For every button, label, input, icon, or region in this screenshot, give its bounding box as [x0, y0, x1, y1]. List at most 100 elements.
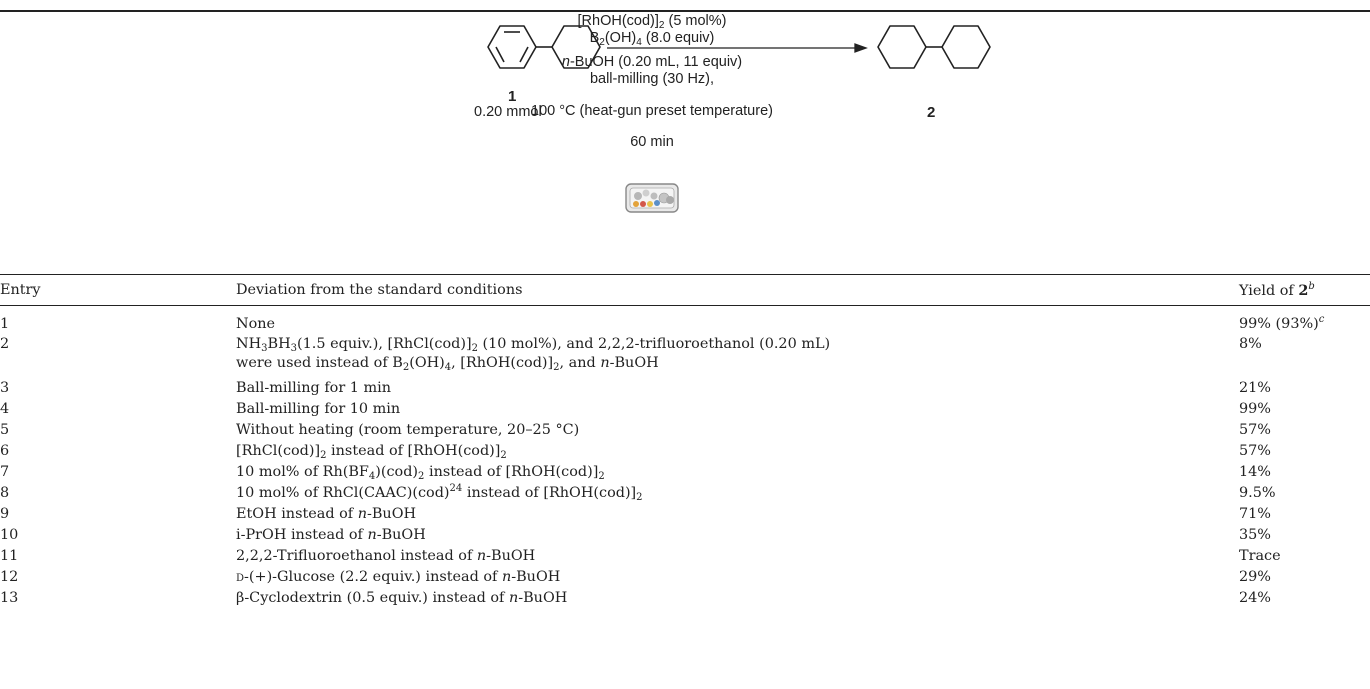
r9-n: n: [357, 506, 367, 522]
row-6-yield: 57%: [1239, 443, 1271, 459]
row-1-deviation: None: [236, 316, 276, 332]
row-11-entry: 11: [0, 548, 19, 564]
row-5-deviation: Without heating (room temperature, 20–25…: [236, 422, 580, 438]
r2-rhcl: (1.5 equiv.), [RhCl(cod)]: [297, 336, 472, 352]
row-3-yield: 21%: [1239, 380, 1271, 396]
top-rule: [0, 10, 1370, 12]
row-9-entry: 9: [0, 506, 10, 522]
r6-rhcl: [RhCl(cod)]: [236, 443, 321, 459]
header-deviation: Deviation from the standard conditions: [236, 282, 523, 298]
row-11-yield: Trace: [1239, 548, 1281, 564]
header-yield-compound: 2: [1298, 282, 1309, 299]
row-4-entry: 4: [0, 401, 10, 417]
row-8-deviation: 10 mol% of RhCl(CAAC)(cod)24 instead of …: [236, 484, 643, 503]
row-11-deviation: 2,2,2-Trifluoroethanol instead of n-BuOH: [236, 548, 535, 564]
row-13-yield: 24%: [1239, 590, 1271, 606]
r7-instead: instead of [RhOH(cod)]: [424, 464, 599, 480]
milling-condition: ball-milling (30 Hz),: [589, 71, 715, 87]
r7-sub2b: 2: [598, 471, 605, 482]
r7-cod: )(cod): [375, 464, 419, 480]
row-2-deviation-line2: were used instead of B2(OH)4, [RhOH(cod)…: [236, 355, 659, 373]
substrate-number: 1: [508, 88, 517, 105]
catalyst-text: [RhOH(cod)]: [577, 13, 659, 29]
row-10-yield: 35%: [1239, 527, 1271, 543]
row-8-yield: 9.5%: [1239, 485, 1276, 501]
r2-oh: (OH): [409, 355, 445, 371]
row-5-yield: 57%: [1239, 422, 1271, 438]
row-12-yield: 29%: [1239, 569, 1271, 585]
time-condition: 60 min: [630, 134, 674, 150]
r2-sub2b: 2: [402, 362, 410, 373]
row-8-entry: 8: [0, 485, 10, 501]
benzene-ring: [487, 25, 537, 69]
row-5-entry: 5: [0, 422, 10, 438]
row-2-yield: 8%: [1239, 336, 1262, 352]
row-1-entry: 1: [0, 316, 10, 332]
row-1-yield: 99% (93%)c: [1239, 314, 1325, 333]
row-2-deviation-line1: NH3BH3(1.5 equiv.), [RhCl(cod)]2 (10 mol…: [236, 336, 831, 354]
r2-b: were used instead of B: [236, 355, 403, 371]
r2-n: n: [600, 355, 610, 371]
r2-tfe: (10 mol%), and 2,2,2-trifluoroethanol (0…: [477, 336, 831, 352]
temperature-condition: 100 °C (heat-gun preset temperature): [531, 103, 773, 119]
r2-and: , and: [559, 355, 601, 371]
solvent-condition: n-BuOH (0.20 mL, 11 equiv): [532, 54, 772, 70]
row-10-entry: 10: [0, 527, 19, 543]
scheme-structures: [487, 25, 991, 213]
row-10-deviation: i-PrOH instead of n-BuOH: [236, 527, 426, 543]
r6-sub2b: 2: [500, 450, 507, 461]
r11-buoh: -BuOH: [486, 548, 536, 564]
r13-cyclodextrin: β-Cyclodextrin (0.5 equiv.) instead of: [236, 590, 509, 606]
row-4-yield: 99%: [1239, 401, 1271, 417]
reagent-oh: (OH): [604, 30, 637, 46]
reagent-b: B: [589, 30, 600, 46]
row-7-deviation: 10 mol% of Rh(BF4)(cod)2 instead of [RhO…: [236, 464, 605, 482]
r9-buoh: -BuOH: [366, 506, 417, 522]
r2-bh: BH: [267, 336, 291, 352]
r2-sub3a: 3: [261, 343, 268, 354]
r7-rhbf: 10 mol% of Rh(BF: [236, 464, 369, 480]
r8-sub2: 2: [636, 492, 643, 503]
r12-n: n: [501, 569, 512, 585]
r11-n: n: [476, 548, 487, 564]
row-3-entry: 3: [0, 380, 10, 396]
row-7-yield: 14%: [1239, 464, 1271, 480]
r12-glucose: -(+)-Glucose (2.2 equiv.) instead of: [244, 569, 502, 585]
solvent-rest: -BuOH (0.20 mL, 11 equiv): [569, 54, 743, 70]
table-top-rule: [0, 274, 1370, 276]
row-4-deviation: Ball-milling for 10 min: [236, 401, 401, 417]
r9-etoh: EtOH instead of: [236, 506, 358, 522]
row-12-deviation: d-(+)-Glucose (2.2 equiv.) instead of n-…: [236, 569, 560, 585]
r8-caac: 10 mol% of RhCl(CAAC)(cod): [236, 485, 450, 501]
header-yield: Yield of 2b: [1239, 281, 1315, 300]
catalyst-condition: [RhOH(cod)]2 (5 mol%): [532, 13, 772, 31]
row-6-deviation: [RhCl(cod)]2 instead of [RhOH(cod)]2: [236, 443, 507, 461]
r13-buoh: -BuOH: [518, 590, 568, 606]
header-yield-text: Yield of: [1239, 283, 1299, 299]
solvent-n: n: [561, 54, 570, 70]
r2-rhoh: , [RhOH(cod)]: [451, 355, 554, 371]
r10-buoh: -BuOH: [376, 527, 426, 543]
r6-sub2a: 2: [320, 450, 327, 461]
substrate-amount: 0.20 mmol: [474, 104, 542, 120]
catalyst-subscript: 2: [658, 20, 665, 31]
cyclohexyl-ring-substrate: [536, 25, 601, 69]
row-1-yield-footnote: c: [1318, 314, 1325, 325]
r2-sub2a: 2: [471, 343, 478, 354]
r8-instead: instead of [RhOH(cod)]: [462, 485, 637, 501]
row-12-entry: 12: [0, 569, 19, 585]
r2-buoh: -BuOH: [609, 355, 659, 371]
r2-sub3b: 3: [290, 343, 298, 354]
r2-sub2c: 2: [553, 362, 560, 373]
r6-instead: instead of [RhOH(cod)]: [326, 443, 501, 459]
reagent-sub-4: 4: [636, 37, 642, 48]
row-9-yield: 71%: [1239, 506, 1271, 522]
r7-sub2a: 2: [418, 471, 425, 482]
reaction-scheme: [RhOH(cod)]2 (5 mol%) B2(OH)4 (8.0 equiv…: [0, 0, 1370, 270]
header-yield-footnote: b: [1308, 281, 1315, 292]
row-13-entry: 13: [0, 590, 19, 606]
catalyst-loading: (5 mol%): [668, 13, 727, 29]
row-3-deviation: Ball-milling for 1 min: [236, 380, 392, 396]
row-2-entry: 2: [0, 336, 10, 352]
row-9-deviation: EtOH instead of n-BuOH: [236, 506, 416, 522]
